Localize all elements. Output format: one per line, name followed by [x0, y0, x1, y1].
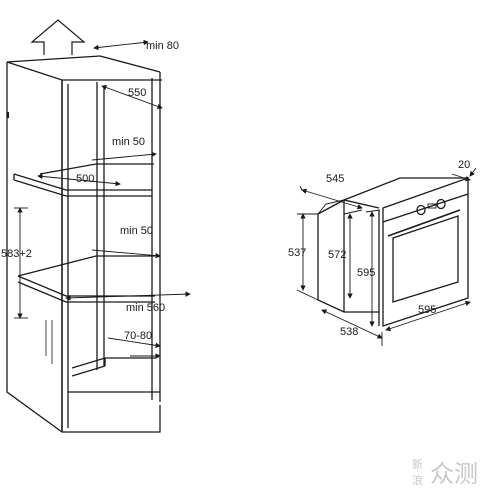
dim-538: 538	[340, 326, 358, 338]
dim-min-80: min 80	[146, 40, 179, 52]
dim-572: 572	[328, 249, 346, 261]
up-arrow-icon	[30, 19, 86, 55]
dim-583-2: 583+2	[1, 248, 32, 260]
dim-min-50-top: min 50	[112, 136, 145, 148]
cabinet-drawing	[6, 19, 162, 433]
dim-550: 550	[128, 87, 146, 99]
dim-min-560: min 560	[126, 302, 165, 314]
watermark-char-2: 浪	[412, 473, 423, 487]
dim-537: 537	[288, 247, 306, 259]
dim-min-50-mid: min 50	[120, 225, 153, 237]
watermark-text: 众测	[430, 460, 478, 488]
dim-595-height: 595	[357, 267, 375, 279]
cabinet-dimension-lines	[14, 39, 191, 359]
dim-500: 500	[76, 173, 94, 185]
watermark-char-1: 新	[412, 457, 423, 471]
dim-595-width: 595	[418, 304, 436, 316]
oven-dimension-lines	[296, 167, 477, 346]
dim-20: 20	[458, 159, 470, 171]
watermark: 新 浪 众测	[412, 457, 478, 488]
dim-70-80: 70-80	[124, 330, 152, 342]
dim-545: 545	[326, 173, 344, 185]
